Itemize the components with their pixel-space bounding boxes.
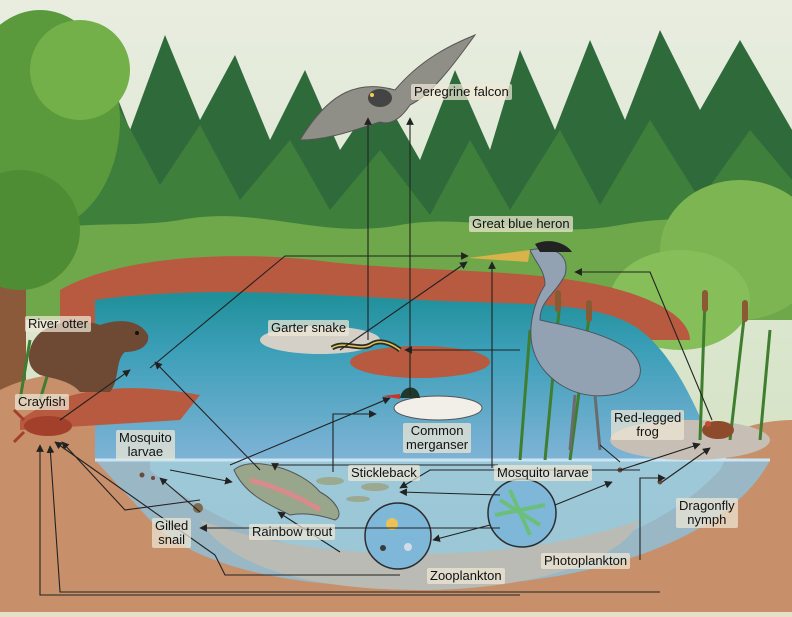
label-river-otter: River otter [25, 316, 91, 332]
label-garter-snake: Garter snake [268, 320, 349, 336]
label-peregrine-falcon: Peregrine falcon [411, 84, 512, 100]
label-mosquito-larvae-left-line1: Mosquito [119, 431, 172, 445]
label-dragonfly-nymph: Dragonfly nymph [676, 498, 738, 528]
label-stickleback: Stickleback [348, 465, 420, 481]
label-dragonfly-nymph-line1: Dragonfly [679, 499, 735, 513]
label-common-merganser: Common merganser [403, 423, 471, 453]
label-red-legged-frog-line1: Red-legged [614, 411, 681, 425]
label-gilled-snail: Gilled snail [152, 518, 191, 548]
label-rainbow-trout: Rainbow trout [249, 524, 335, 540]
label-gilled-snail-line1: Gilled [155, 519, 188, 533]
zooplankton-circle [365, 503, 431, 569]
label-common-merganser-line2: merganser [406, 438, 468, 452]
red-legged-frog [702, 421, 734, 439]
label-red-legged-frog: Red-legged frog [611, 410, 684, 440]
label-common-merganser-line1: Common [406, 424, 468, 438]
label-gilled-snail-line2: snail [155, 533, 188, 547]
label-crayfish: Crayfish [15, 394, 69, 410]
label-dragonfly-nymph-line2: nymph [679, 513, 735, 527]
photoplankton-circle [488, 479, 556, 547]
label-red-legged-frog-line2: frog [614, 425, 681, 439]
label-great-blue-heron: Great blue heron [469, 216, 573, 232]
label-photoplankton: Photoplankton [541, 553, 630, 569]
label-zooplankton: Zooplankton [427, 568, 505, 584]
label-mosquito-larvae-left: Mosquito larvae [116, 430, 175, 460]
label-mosquito-larvae-left-line2: larvae [119, 445, 172, 459]
label-mosquito-larvae-right: Mosquito larvae [494, 465, 592, 481]
